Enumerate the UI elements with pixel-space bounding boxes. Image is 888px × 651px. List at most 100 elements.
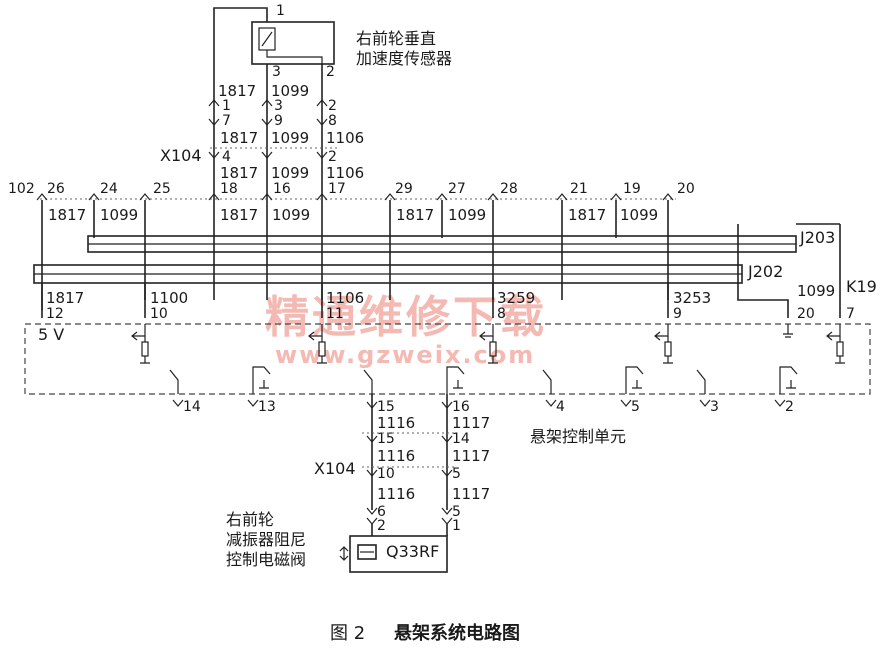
x104u-arrows-mid <box>208 151 328 159</box>
cu-wire-1106: 1106 <box>326 289 364 307</box>
j203-wire-1817-d: 1817 <box>568 206 606 224</box>
x104u-wire-mid-b: 1099 <box>271 129 309 147</box>
x104u-label: X104 <box>160 146 202 165</box>
cu-bpin-13: 13 <box>258 399 276 415</box>
valve-name-line3: 控制电磁阀 <box>226 550 306 569</box>
cu-ground-8 <box>488 356 498 364</box>
sensor-internal-wire <box>266 50 323 64</box>
x104l-wire-1116-b: 1116 <box>377 447 415 465</box>
x104u-wire-top-b: 1099 <box>271 82 309 100</box>
cu-bpin-5: 5 <box>631 399 640 415</box>
figure-number: 图 2 <box>330 623 365 644</box>
j203-busbar: J203 <box>87 228 835 253</box>
sensor-element-diag <box>261 31 273 47</box>
cu-pin-11: 11 <box>326 306 344 322</box>
j203-pin-25: 25 <box>153 181 171 197</box>
valve-code: Q33RF <box>386 542 439 561</box>
j203-vertical-wires <box>41 200 669 310</box>
cu-pin-10: 10 <box>150 306 168 322</box>
x104l-pin-10: 10 <box>377 466 395 482</box>
damper-control-solenoid-valve: Q33RF 右前轮 减振器阻尼 控制电磁阀 <box>226 510 448 573</box>
x104l-arrows-top <box>366 401 453 409</box>
switch-16 <box>446 366 465 394</box>
valve-name-line1: 右前轮 <box>226 510 274 529</box>
sensor-name-line2: 加速度传感器 <box>356 49 452 68</box>
j203-pin-18: 18 <box>220 181 238 197</box>
cu-pin-9: 9 <box>673 306 682 322</box>
cu-bpin-2: 2 <box>785 399 794 415</box>
switch-5 <box>625 366 644 394</box>
j203-pin-20: 20 <box>677 181 695 197</box>
valve-coil <box>357 544 377 560</box>
j203-wire-1099-a: 1099 <box>100 206 138 224</box>
j203-wire-1817-b: 1817 <box>220 206 258 224</box>
x104l-wire-1116-a: 1116 <box>377 414 415 432</box>
switch-3 <box>696 369 706 394</box>
cu-bpin-3: 3 <box>710 399 719 415</box>
j202-label: J202 <box>747 262 783 281</box>
cu-bpin-14: 14 <box>183 399 201 415</box>
cu-bpin-16: 16 <box>452 399 470 415</box>
x104u-pin-top-3: 3 <box>274 98 283 114</box>
x104u-pin-bottom-8: 8 <box>328 113 337 129</box>
cu-input-arrow-10 <box>131 324 146 341</box>
x104l-pin-5b: 5 <box>452 504 461 520</box>
sensor-box <box>251 21 335 65</box>
sensor-name-line1: 右前轮垂直 <box>356 29 436 48</box>
control-unit-box <box>24 323 871 395</box>
j203-pin-21: 21 <box>570 181 588 197</box>
cu-pin-12: 12 <box>46 306 64 322</box>
x104u-arrows-up <box>208 99 328 107</box>
x104u-arrows-down <box>208 118 328 126</box>
x104l-wire-1116-c: 1116 <box>377 485 415 503</box>
x104-lower-connector: 15 14 1116 1117 1116 1117 X104 10 5 1116… <box>314 401 490 534</box>
x104l-pin-14: 14 <box>452 431 470 447</box>
control-unit-bottom-pins: 14 13 15 16 4 5 3 2 悬架控制单元 <box>172 399 794 446</box>
x104u-wire-low-a: 1817 <box>220 164 258 182</box>
x104l-arrows-3 <box>366 507 453 525</box>
j203-wire-1817-a: 1817 <box>48 206 86 224</box>
x104u-wire-mid-c: 1106 <box>326 129 364 147</box>
cu-wire-1099: 1099 <box>797 282 835 300</box>
j203-pin-28: 28 <box>500 181 518 197</box>
switch-4 <box>542 369 552 394</box>
cu-input-arrow-9 <box>654 324 669 341</box>
x104l-pin-6: 6 <box>377 504 386 520</box>
j203-label: J203 <box>799 228 835 247</box>
cu-resistor-10 <box>141 341 149 357</box>
j203-wire-1099-d: 1099 <box>620 206 658 224</box>
j202-drop-wires <box>41 283 669 318</box>
x104u-wire-top-a: 1817 <box>218 82 256 100</box>
x104l-wire-1117-c: 1117 <box>452 485 490 503</box>
cu-pin-20: 20 <box>797 306 815 322</box>
valve-drive-wires <box>371 394 448 510</box>
switch-2 <box>779 366 798 394</box>
x104l-arrows-1 <box>366 435 453 443</box>
x104u-pin-2: 2 <box>328 149 337 165</box>
j203-wire-1817-c: 1817 <box>396 206 434 224</box>
cu-ground-20 <box>783 324 793 338</box>
valve-pin-1: 1 <box>452 518 461 534</box>
j203-pin-17: 17 <box>328 181 346 197</box>
cu-wire-3259: 3259 <box>497 289 535 307</box>
valve-leads <box>371 524 448 536</box>
valve-box <box>349 535 448 573</box>
j202-busbar: J202 <box>33 262 783 284</box>
cu-resistor-9 <box>664 341 672 357</box>
control-unit-internals <box>131 324 845 364</box>
vertical-acceleration-sensor: 1 3 2 右前轮垂直 加速度传感器 <box>251 3 452 80</box>
x104u-pin-top-2: 2 <box>328 98 337 114</box>
j203-left-label: 102 <box>8 181 35 197</box>
cu-resistor-7 <box>836 341 844 357</box>
cu-pin-8: 8 <box>497 306 506 322</box>
x104u-wire-low-b: 1099 <box>271 164 309 182</box>
x104-upper-connector: 1817 1099 1 3 2 7 9 8 1817 1099 1106 X10… <box>160 82 364 182</box>
switch-15 <box>363 369 373 394</box>
x104u-pin-bottom-7: 7 <box>222 113 231 129</box>
valve-actuation-arrow <box>339 546 349 561</box>
switch-14 <box>169 369 179 394</box>
switch-13 <box>252 366 271 394</box>
valve-name-line2: 减振器阻尼 <box>226 530 306 549</box>
j203-right-wire <box>737 224 789 318</box>
